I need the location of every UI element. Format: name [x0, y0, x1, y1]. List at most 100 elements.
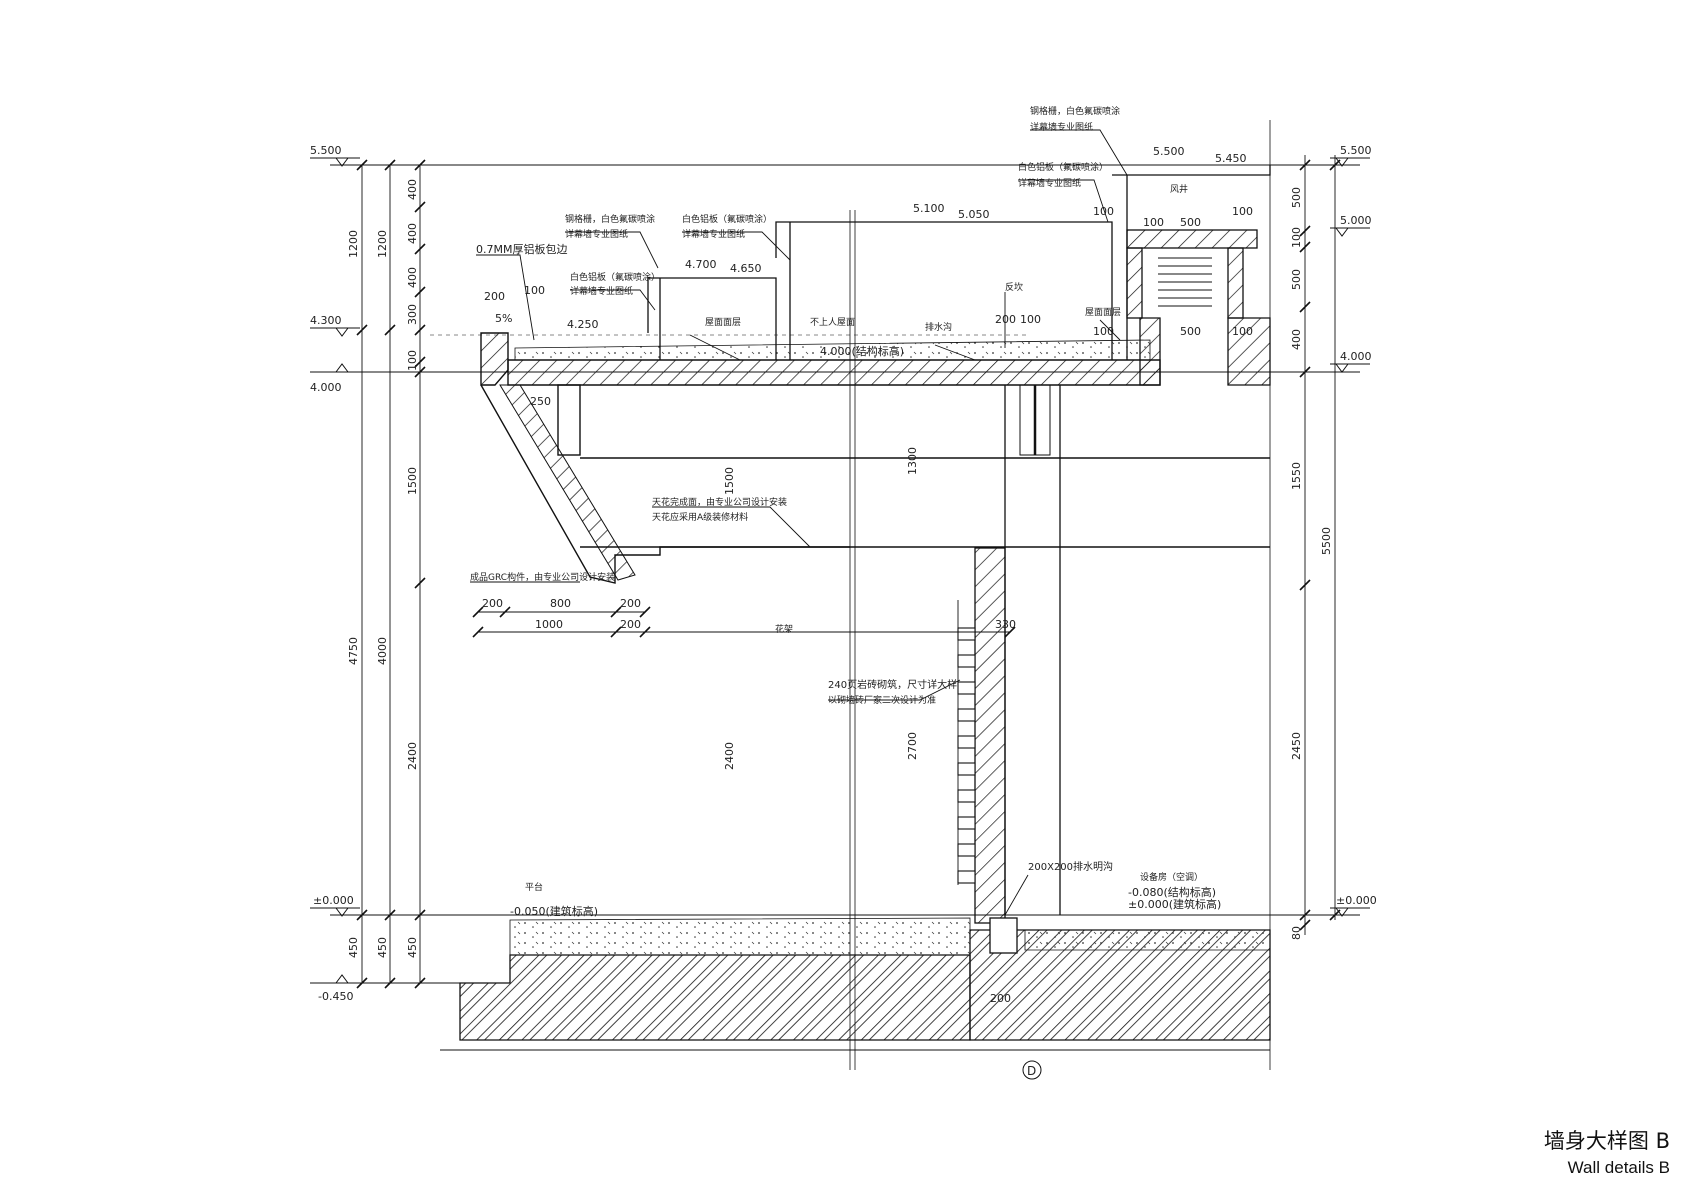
dim-slope: 5% [495, 312, 512, 325]
note-vent-shaft: 风井 [1170, 183, 1188, 195]
level-m0080: -0.080(结构标高) [1128, 885, 1216, 899]
bottom-dim-labels: 200 800 200 1000 200 330 200 200 100 5% … [482, 205, 1253, 1078]
dim-400-r: 400 [1290, 329, 1303, 350]
level-m0450: -0.450 [318, 990, 353, 1003]
dim-1500-mid: 1500 [723, 467, 736, 495]
level-5500-top: 5.500 [1153, 145, 1185, 158]
drawing-caption: 墙身大样图 B Wall details B [1544, 1126, 1670, 1180]
inner-level-labels: 4.250 4.700 4.650 5.100 5.050 5.500 5.45… [510, 145, 1247, 918]
dim-1000: 1000 [535, 618, 563, 631]
caption-title-en: Wall details B [1567, 1158, 1670, 1177]
dim-500-r1: 500 [1290, 187, 1303, 208]
level-5100: 5.100 [913, 202, 945, 215]
dim-100-vh: 100 [1232, 325, 1253, 338]
note-roof-finish: 屋面面层 [705, 317, 741, 328]
dim-1300: 1300 [906, 447, 919, 475]
dim-500-vd: 500 [1180, 216, 1201, 229]
level-5050: 5.050 [958, 208, 990, 221]
level-m0050: -0.050(建筑标高) [510, 904, 598, 918]
dim-200-d: 200 [990, 992, 1011, 1005]
dim-450-b: 450 [376, 937, 389, 958]
caption-title-cn: 墙身大样图 B [1543, 1129, 1670, 1153]
note-aluminium-edge: 0.7MM厚铝板包边 [476, 242, 567, 256]
dim-400-a: 400 [406, 179, 419, 200]
dim-100-vf: 100 [1093, 325, 1114, 338]
note-steel-grille-1b: 详幕墙专业图纸 [565, 228, 628, 240]
dim-1200-b: 1200 [376, 230, 389, 258]
dim-100: 100 [406, 350, 419, 371]
roof-boxes [647, 165, 1271, 360]
leader-lines [470, 129, 1128, 916]
axis-d-label: D [1027, 1064, 1036, 1078]
dim-300: 300 [406, 304, 419, 325]
dim-400-b: 400 [406, 223, 419, 244]
note-grc: 成品GRC构件，由专业公司设计安装 [470, 571, 615, 583]
note-steel-grille-2: 钢格栅，白色氟碳喷涂 [1030, 105, 1120, 117]
right-level-markers [1330, 157, 1370, 917]
level-4000-struct: 4.000(结构标高) [820, 344, 904, 358]
note-plant-room: 设备房（空调） [1140, 871, 1203, 883]
note-alu-panel-2: 白色铝板（氟碳喷涂） [570, 271, 660, 283]
note-alu-panel-2b: 详幕墙专业图纸 [570, 285, 633, 297]
dim-500-r2: 500 [1290, 269, 1303, 290]
right-dim-labels: 500 100 500 400 1550 2450 80 5500 [1290, 187, 1333, 940]
vent-shaft [1126, 229, 1271, 386]
level-5450-top: 5.450 [1215, 152, 1247, 165]
level-4000-right: 4.000 [1340, 350, 1372, 363]
dim-100-top: 100 [524, 284, 545, 297]
wall-and-column [957, 385, 1061, 924]
note-roof-finish-2: 屋面面层 [1085, 307, 1121, 318]
dim-1500: 1500 [406, 467, 419, 495]
dim-100-vb: 100 [1093, 205, 1114, 218]
dim-2400: 2400 [406, 742, 419, 770]
level-0-left: ±0.000 [313, 894, 354, 907]
roof-structure [480, 332, 1270, 584]
dim-330: 330 [995, 618, 1016, 631]
note-platform: 平台 [525, 881, 543, 893]
dim-2700: 2700 [906, 732, 919, 760]
dim-5500: 5500 [1320, 527, 1333, 555]
level-0-b: ±0.000(建筑标高) [1128, 897, 1221, 911]
dim-4000: 4000 [376, 637, 389, 665]
dim-4750: 4750 [347, 637, 360, 665]
dim-100-vc: 100 [1143, 216, 1164, 229]
annotations: 0.7MM厚铝板包边 钢格栅，白色氟碳喷涂 详幕墙专业图纸 白色铝板（氟碳喷涂）… [470, 105, 1203, 893]
level-5000-right: 5.000 [1340, 214, 1372, 227]
level-4250: 4.250 [567, 318, 599, 331]
bottom-dimensions [472, 606, 1042, 1080]
note-ceiling-1: 天花完成面，由专业公司设计安装 [652, 496, 787, 508]
dim-100-ve: 100 [1232, 205, 1253, 218]
note-drain-channel: 200X200排水明沟 [1028, 860, 1113, 873]
dim-200-a: 200 [482, 597, 503, 610]
dim-80: 80 [1290, 926, 1303, 940]
left-dim-labels: 1200 1200 4750 4000 450 450 400 400 400 … [347, 179, 419, 958]
dim-200-c: 200 [620, 618, 641, 631]
note-drain: 排水沟 [925, 321, 952, 333]
dim-2450: 2450 [1290, 732, 1303, 760]
note-brick-1: 240页岩砖砌筑，尺寸详大样 [828, 678, 957, 691]
dim-800: 800 [550, 597, 571, 610]
dim-500-vg: 500 [1180, 325, 1201, 338]
note-alu-panel-1b: 详幕墙专业图纸 [682, 228, 745, 240]
note-upstand: 反坎 [1005, 281, 1023, 293]
note-steel-grille-1: 钢格栅，白色氟碳喷涂 [565, 213, 655, 225]
dim-200-gap: 200 [995, 313, 1016, 326]
note-alu-panel-1: 白色铝板（氟碳喷涂） [682, 213, 772, 225]
note-pergola: 花架 [775, 623, 793, 635]
left-dimension-chains [356, 159, 426, 989]
level-4700: 4.700 [685, 258, 717, 271]
dim-400-c: 400 [406, 267, 419, 288]
note-alu-panel-3b: 详幕墙专业图纸 [1018, 177, 1081, 189]
dim-2400-mid: 2400 [723, 742, 736, 770]
level-4650: 4.650 [730, 262, 762, 275]
level-4300-left: 4.300 [310, 314, 342, 327]
note-alu-panel-3: 白色铝板（氟碳喷涂） [1018, 161, 1108, 173]
ground-section [459, 917, 1271, 1041]
dim-200-top: 200 [484, 290, 505, 303]
dim-1550: 1550 [1290, 462, 1303, 490]
level-4000-left: 4.000 [310, 381, 342, 394]
dim-450-c: 450 [406, 937, 419, 958]
note-brick-2: 以砌墙砖厂家二次设计为准 [828, 694, 936, 706]
dim-100-r: 100 [1290, 227, 1303, 248]
